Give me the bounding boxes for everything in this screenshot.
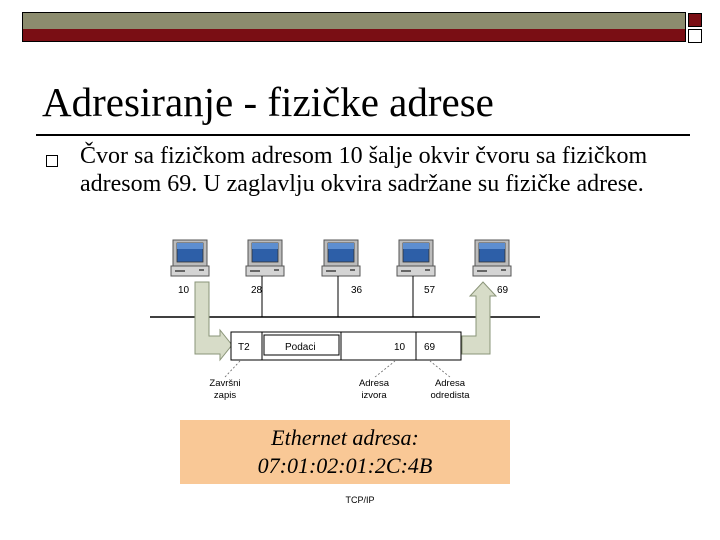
frame-data-field [263,334,340,356]
desktop-computer-icon [321,239,361,277]
trailer-label: Završni [209,378,240,389]
frame-destination-address: 69 [424,342,436,353]
desktop-computer-icon [245,239,285,277]
top-decorative-bar [22,12,686,42]
ethernet-label: Ethernet adresa: [271,425,419,450]
footer-text: TCP/IP [345,495,375,505]
leader-line [374,360,396,378]
receive-arrow-icon [461,281,498,355]
trailer-label: zapis [214,390,236,401]
maroon-band [23,29,685,41]
destination-label: Adresa [435,378,466,389]
node-address: 10 [178,285,190,296]
source-label: izvora [361,390,387,401]
desktop-computer-icon [170,239,210,277]
send-arrow-icon [194,281,233,362]
desktop-computer-icon [472,239,512,277]
ethernet-address-box: Ethernet adresa: 07:01:02:01:2C:4B [180,420,510,484]
node-address: 69 [497,285,509,296]
corner-square-icon [688,29,702,43]
bullet-text: Čvor sa fizičkom adresom 10 šalje okvir … [80,143,648,197]
destination-label: odredista [430,390,470,401]
desktop-computer-icon [396,239,436,277]
frame-source-address: 10 [394,342,406,353]
node-address: 36 [351,285,363,296]
leader-line [224,360,241,378]
title-divider [36,134,690,136]
frame-data: Podaci [285,342,316,353]
node-address: 28 [251,285,263,296]
frame-trailer: T2 [238,342,250,353]
node-address: 57 [424,285,436,296]
olive-band [23,13,685,29]
hollow-square-bullet-icon [46,155,58,167]
ethernet-address-value: 07:01:02:01:2C:4B [257,453,433,478]
leader-line [429,360,451,378]
source-label: Adresa [359,378,390,389]
slide-title: Adresiranje - fizičke adrese [42,79,494,125]
corner-square-icon [688,13,702,27]
